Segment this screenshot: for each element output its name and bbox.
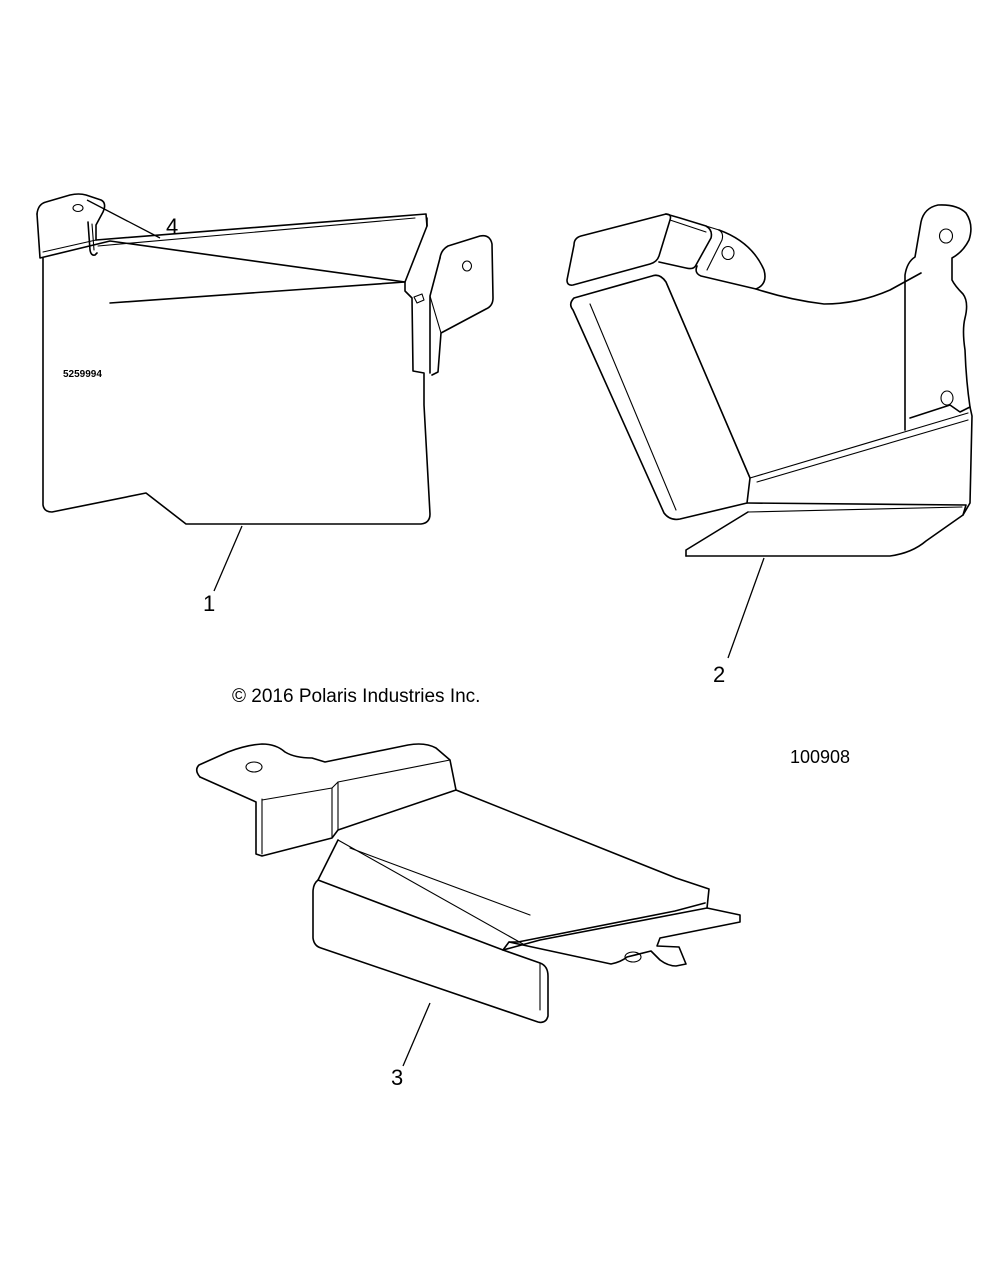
- part-2-curved-shield: [566, 204, 973, 557]
- callout-2: 2: [713, 662, 725, 687]
- figure-number: 100908: [790, 747, 850, 767]
- leader-line-3: [402, 1002, 431, 1067]
- callout-1: 1: [203, 591, 215, 616]
- copyright-notice: © 2016 Polaris Industries Inc.: [232, 686, 480, 707]
- leader-line-1: [213, 525, 243, 592]
- part-number-label: 5259994: [63, 369, 102, 380]
- part-3-bracket-shield: [195, 743, 741, 1024]
- leader-line-2: [727, 557, 765, 659]
- part-1-heat-shield: [36, 193, 494, 525]
- callout-3: 3: [391, 1065, 403, 1090]
- leader-line-4: [86, 199, 161, 239]
- callout-4: 4: [166, 214, 178, 239]
